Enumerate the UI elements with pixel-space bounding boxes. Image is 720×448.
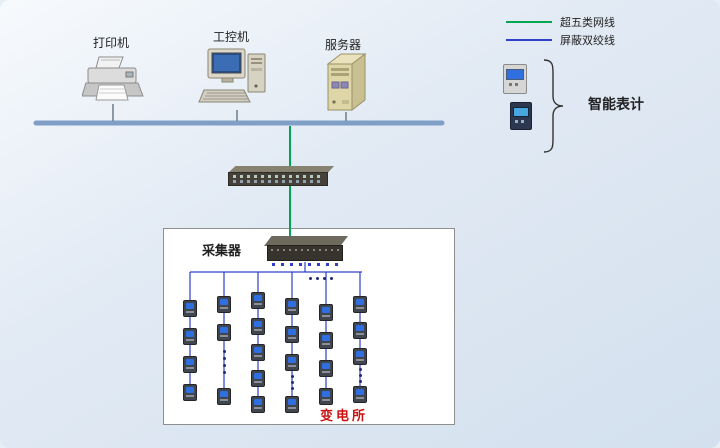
smart-meter-icon-2 <box>510 102 532 130</box>
cat5e-label: 超五类网线 <box>560 17 615 29</box>
smart-meter-group-label: 智能表计 <box>588 96 644 112</box>
meter-buttons <box>515 120 527 123</box>
curly-brace <box>543 59 564 153</box>
server-icon <box>322 52 370 119</box>
cat5e-line-swatch <box>506 21 552 23</box>
printer-label: 打印机 <box>93 36 130 50</box>
switch-top-face <box>228 166 334 173</box>
stp-label: 屏蔽双绞线 <box>560 35 615 47</box>
industrial-pc-label: 工控机 <box>213 30 250 44</box>
switch-ports <box>228 172 328 186</box>
server-label: 服务器 <box>325 38 362 52</box>
legend-item-stp: 屏蔽双绞线 <box>506 31 615 49</box>
smart-meter-icon-1 <box>503 64 527 94</box>
collector-port-dots <box>272 263 338 266</box>
collector-label: 采集器 <box>202 243 242 258</box>
meter-buttons <box>509 83 521 86</box>
legend-item-cat5e: 超五类网线 <box>506 13 615 31</box>
collector-front <box>267 245 343 261</box>
printer-icon <box>81 56 144 111</box>
collector-top-face <box>264 236 348 246</box>
meter-screen <box>506 69 524 80</box>
collector-icon <box>264 236 348 268</box>
legend: 超五类网线 屏蔽双绞线 <box>506 13 615 49</box>
network-switch-icon <box>228 166 334 188</box>
industrial-pc-icon <box>198 48 272 117</box>
stp-line-swatch <box>506 39 552 41</box>
meter-screen <box>513 107 529 117</box>
substation-label: 变电所 <box>320 408 369 423</box>
